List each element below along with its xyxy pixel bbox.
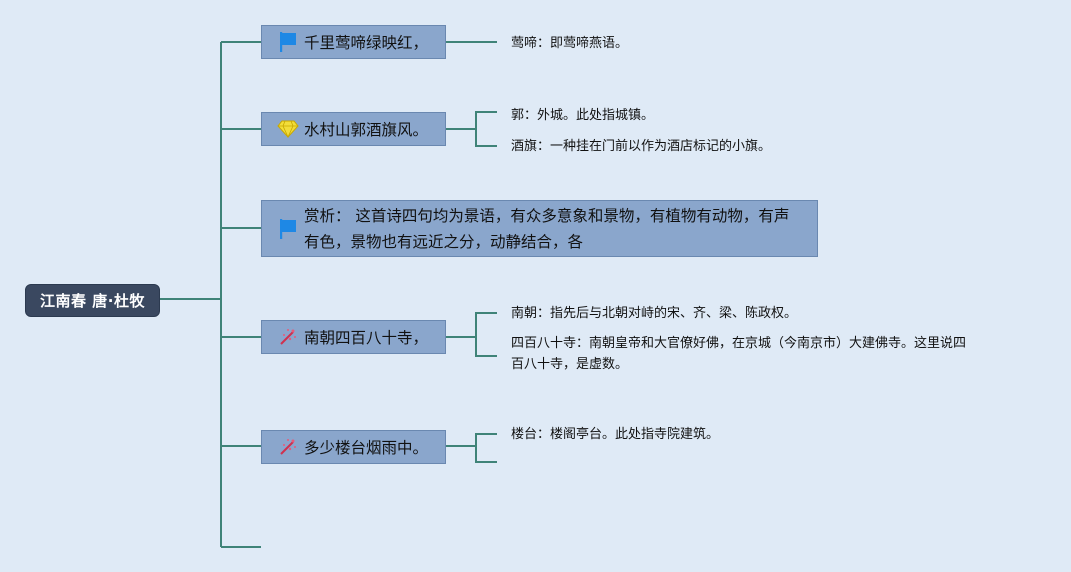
topic-label-2: 水村山郭酒旗风。 (304, 121, 429, 139)
root-node[interactable]: 江南春 唐·杜牧 (25, 284, 160, 317)
sparkle-icon (277, 326, 299, 348)
topic-label-1: 千里莺啼绿映红， (304, 34, 429, 52)
flag-icon (277, 218, 299, 240)
note-4-2: 四百八十寺：南朝皇帝和大官僚好佛，在京城（今南京市）大建佛寺。这里说四 (511, 336, 967, 351)
topic-node-3[interactable]: 赏析： 这首诗四句均为景语，有众多意象和景物，有植物有动物，有声 有色，景物也有… (261, 200, 818, 257)
note-bracket-2 (475, 111, 497, 147)
sparkle-icon (277, 436, 299, 458)
topic-node-4[interactable]: 南朝四百八十寺， (261, 320, 446, 354)
note-4-3: 百八十寺，是虚数。 (511, 357, 629, 372)
note-4-1: 南朝：指先后与北朝对峙的宋、齐、梁、陈政权。 (511, 306, 798, 321)
diamond-icon (277, 118, 299, 140)
topic-node-2[interactable]: 水村山郭酒旗风。 (261, 112, 446, 146)
note-5-1: 楼台：楼阁亭台。此处指寺院建筑。 (511, 427, 720, 442)
root-label: 江南春 唐·杜牧 (40, 292, 145, 310)
note-2-2: 酒旗：一种挂在门前以作为酒店标记的小旗。 (511, 139, 772, 154)
note-bracket-5 (475, 433, 497, 463)
note-2-1: 郭：外城。此处指城镇。 (511, 108, 655, 123)
flag-icon (277, 31, 299, 53)
topic-node-5[interactable]: 多少楼台烟雨中。 (261, 430, 446, 464)
topic-label-4: 南朝四百八十寺， (304, 329, 429, 347)
note-1-1: 莺啼：即莺啼燕语。 (511, 36, 629, 51)
topic-node-1[interactable]: 千里莺啼绿映红， (261, 25, 446, 59)
topic-label-3: 赏析： 这首诗四句均为景语，有众多意象和景物，有植物有动物，有声 有色，景物也有… (304, 203, 797, 255)
topic-label-3-line-1: 赏析： 这首诗四句均为景语，有众多意象和景物，有植物有动物，有声 (304, 206, 790, 225)
topic-label-3-line-2: 有色，景物也有远近之分，动静结合，各 (304, 232, 584, 251)
note-bracket-4 (475, 312, 497, 357)
topic-label-5: 多少楼台烟雨中。 (304, 439, 429, 457)
